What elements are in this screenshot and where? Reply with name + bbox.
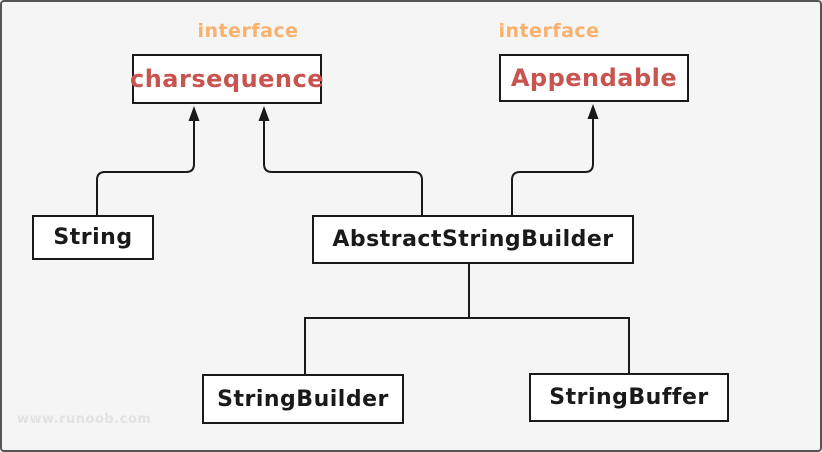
edge-string-to-charsequence: [96, 120, 195, 215]
node-abstract-string-builder-label: AbstractStringBuilder: [332, 227, 614, 252]
node-string-label: String: [53, 225, 133, 250]
node-string-builder: StringBuilder: [202, 374, 404, 424]
arrowhead-asb-to-charsequence: [258, 106, 270, 121]
node-string-builder-label: StringBuilder: [217, 386, 389, 412]
stereotype-label-charsequence: interface: [197, 20, 299, 42]
stereotype-label-appendable: interface: [498, 20, 600, 42]
edge-asb-to-children: [304, 264, 630, 374]
arrowhead-asb-to-appendable: [587, 104, 599, 119]
node-string-buffer-label: StringBuffer: [549, 385, 709, 410]
node-charsequence: charsequence: [129, 54, 325, 104]
arrowhead-string-to-charsequence: [188, 106, 200, 121]
node-appendable-label: Appendable: [510, 64, 678, 92]
node-string-buffer: StringBuffer: [529, 373, 729, 422]
node-abstract-string-builder: AbstractStringBuilder: [312, 215, 634, 264]
node-appendable: Appendable: [499, 54, 689, 102]
edge-asb-to-appendable: [511, 118, 594, 215]
edge-asb-to-charsequence: [263, 120, 423, 215]
watermark: www.runoob.com: [17, 412, 152, 427]
node-charsequence-label: charsequence: [129, 65, 325, 93]
node-string: String: [32, 215, 154, 260]
